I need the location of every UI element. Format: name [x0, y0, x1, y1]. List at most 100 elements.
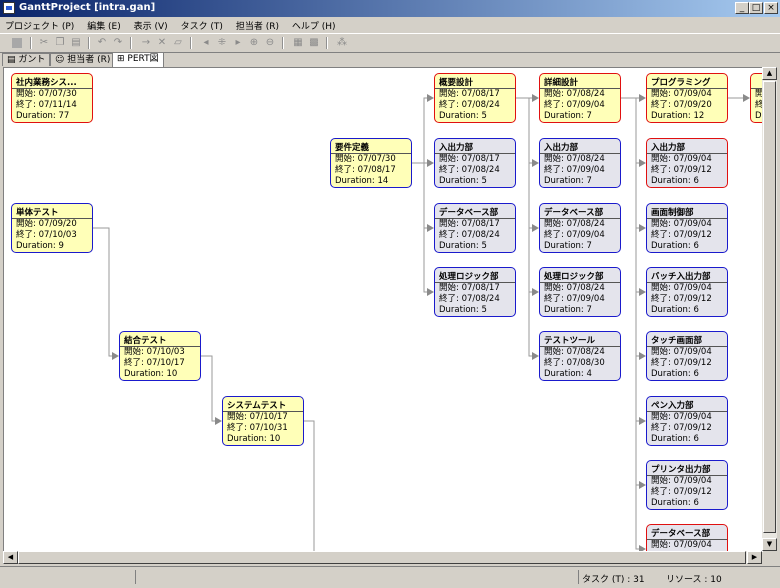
- menu-help[interactable]: ヘルプ (H): [291, 22, 336, 32]
- task-name: 単体テスト: [12, 204, 92, 219]
- horizontal-scrollbar[interactable]: ◀ ▶: [3, 551, 762, 564]
- task-end: 終了: 07/09/12: [651, 165, 712, 175]
- dependency-line: [412, 97, 429, 164]
- task-end: 終了: 07/09/12: [651, 294, 712, 304]
- task-name: バッチ入出力部: [647, 268, 727, 283]
- task-end: 終了: [755, 100, 763, 110]
- pert-icon: ⊞: [117, 54, 125, 64]
- scroll-left-icon[interactable]: ◂: [203, 37, 209, 48]
- scroll-left-button[interactable]: ◀: [3, 551, 18, 564]
- task-name: 結合テスト: [120, 332, 200, 347]
- undo-icon[interactable]: ↶: [97, 37, 107, 48]
- vertical-scroll-thumb[interactable]: [763, 81, 776, 533]
- copy-icon[interactable]: ❐: [55, 37, 65, 48]
- app-icon: [3, 2, 15, 14]
- zoom-out-icon[interactable]: ⊖: [265, 37, 275, 48]
- center-icon[interactable]: ⁜: [217, 37, 227, 48]
- task-duration: Duration: 6: [651, 241, 699, 251]
- task-end: 終了: 07/08/17: [335, 165, 396, 175]
- toolbar-separator: [130, 37, 132, 49]
- task-name: 社内業務シス...: [12, 74, 92, 89]
- new-project-icon[interactable]: [12, 38, 22, 48]
- menu-project[interactable]: プロジェクト (P): [5, 22, 75, 32]
- task-start: 開始: 07/09/04: [651, 412, 712, 422]
- arrow-head: [427, 224, 434, 232]
- menu-edit[interactable]: 編集 (E): [87, 22, 121, 32]
- menu-view[interactable]: 表示 (V): [133, 22, 168, 32]
- task-name: 概要設計: [435, 74, 515, 89]
- arrow-head: [532, 288, 539, 296]
- horizontal-scroll-thumb[interactable]: [18, 551, 746, 564]
- tab-pert[interactable]: ⊞ PERT図: [112, 52, 164, 67]
- toolbar-separator: [282, 37, 284, 49]
- task-name: テストツール: [540, 332, 620, 347]
- task-duration: Duration: 12: [651, 111, 705, 121]
- task-node[interactable]: データベース部開始: 07/09/04: [646, 524, 728, 552]
- task-start: 開始: 07/09/04: [651, 154, 712, 164]
- properties-icon[interactable]: ▱: [174, 37, 182, 48]
- dependency-line: [516, 97, 534, 293]
- delete-icon[interactable]: ✕: [157, 37, 167, 48]
- tab-resources[interactable]: ☺ 担当者 (R): [50, 53, 116, 66]
- task-end: 終了: 07/09/04: [544, 100, 605, 110]
- redo-icon[interactable]: ↷: [113, 37, 123, 48]
- resources-icon[interactable]: ⁂: [337, 37, 347, 48]
- menu-resource[interactable]: 担当者 (R): [235, 22, 279, 32]
- minimize-button[interactable]: _: [735, 2, 749, 14]
- task-duration: Duration: 6: [651, 305, 699, 315]
- scroll-right-button[interactable]: ▶: [747, 551, 762, 564]
- task-name: 処理ロジック部: [540, 268, 620, 283]
- paste-icon[interactable]: ▤: [71, 37, 81, 48]
- menu-task[interactable]: タスク (T): [180, 22, 223, 32]
- task-end: 終了: 07/09/12: [651, 423, 712, 433]
- resource-count: リソース : 10: [666, 575, 722, 585]
- task-end: 終了: 07/08/24: [439, 165, 500, 175]
- title-bar: GanttProject [intra.gan] _ □ ×: [0, 0, 780, 17]
- task-start: 開始: 07/08/17: [439, 219, 500, 229]
- task-end: 終了: 07/10/03: [16, 230, 77, 240]
- preview-icon[interactable]: ▩: [309, 37, 319, 48]
- vertical-scrollbar[interactable]: ▲ ▼: [762, 67, 777, 551]
- dependency-line: [516, 97, 534, 164]
- task-name: プリンタ出力部: [647, 461, 727, 476]
- task-name: 入出力部: [435, 139, 515, 154]
- scroll-right-icon[interactable]: ▸: [235, 37, 241, 48]
- link-tasks-icon[interactable]: →: [141, 37, 151, 48]
- print-icon[interactable]: ▦: [293, 37, 303, 48]
- scroll-up-button[interactable]: ▲: [762, 67, 777, 80]
- gantt-icon: ▤: [7, 55, 16, 65]
- tab-gantt[interactable]: ▤ ガント: [2, 53, 51, 66]
- scroll-down-button[interactable]: ▼: [762, 538, 777, 551]
- maximize-button[interactable]: □: [749, 2, 763, 14]
- task-node[interactable]: 開始終了Dura: [750, 73, 763, 123]
- task-duration: Duration: 10: [227, 434, 281, 444]
- task-start: 開始: 07/09/04: [651, 89, 712, 99]
- close-button[interactable]: ×: [764, 2, 778, 14]
- dependency-line: [621, 97, 641, 550]
- cut-icon[interactable]: ✂: [39, 37, 49, 48]
- task-duration: Duration: 6: [651, 176, 699, 186]
- zoom-in-icon[interactable]: ⊕: [249, 37, 259, 48]
